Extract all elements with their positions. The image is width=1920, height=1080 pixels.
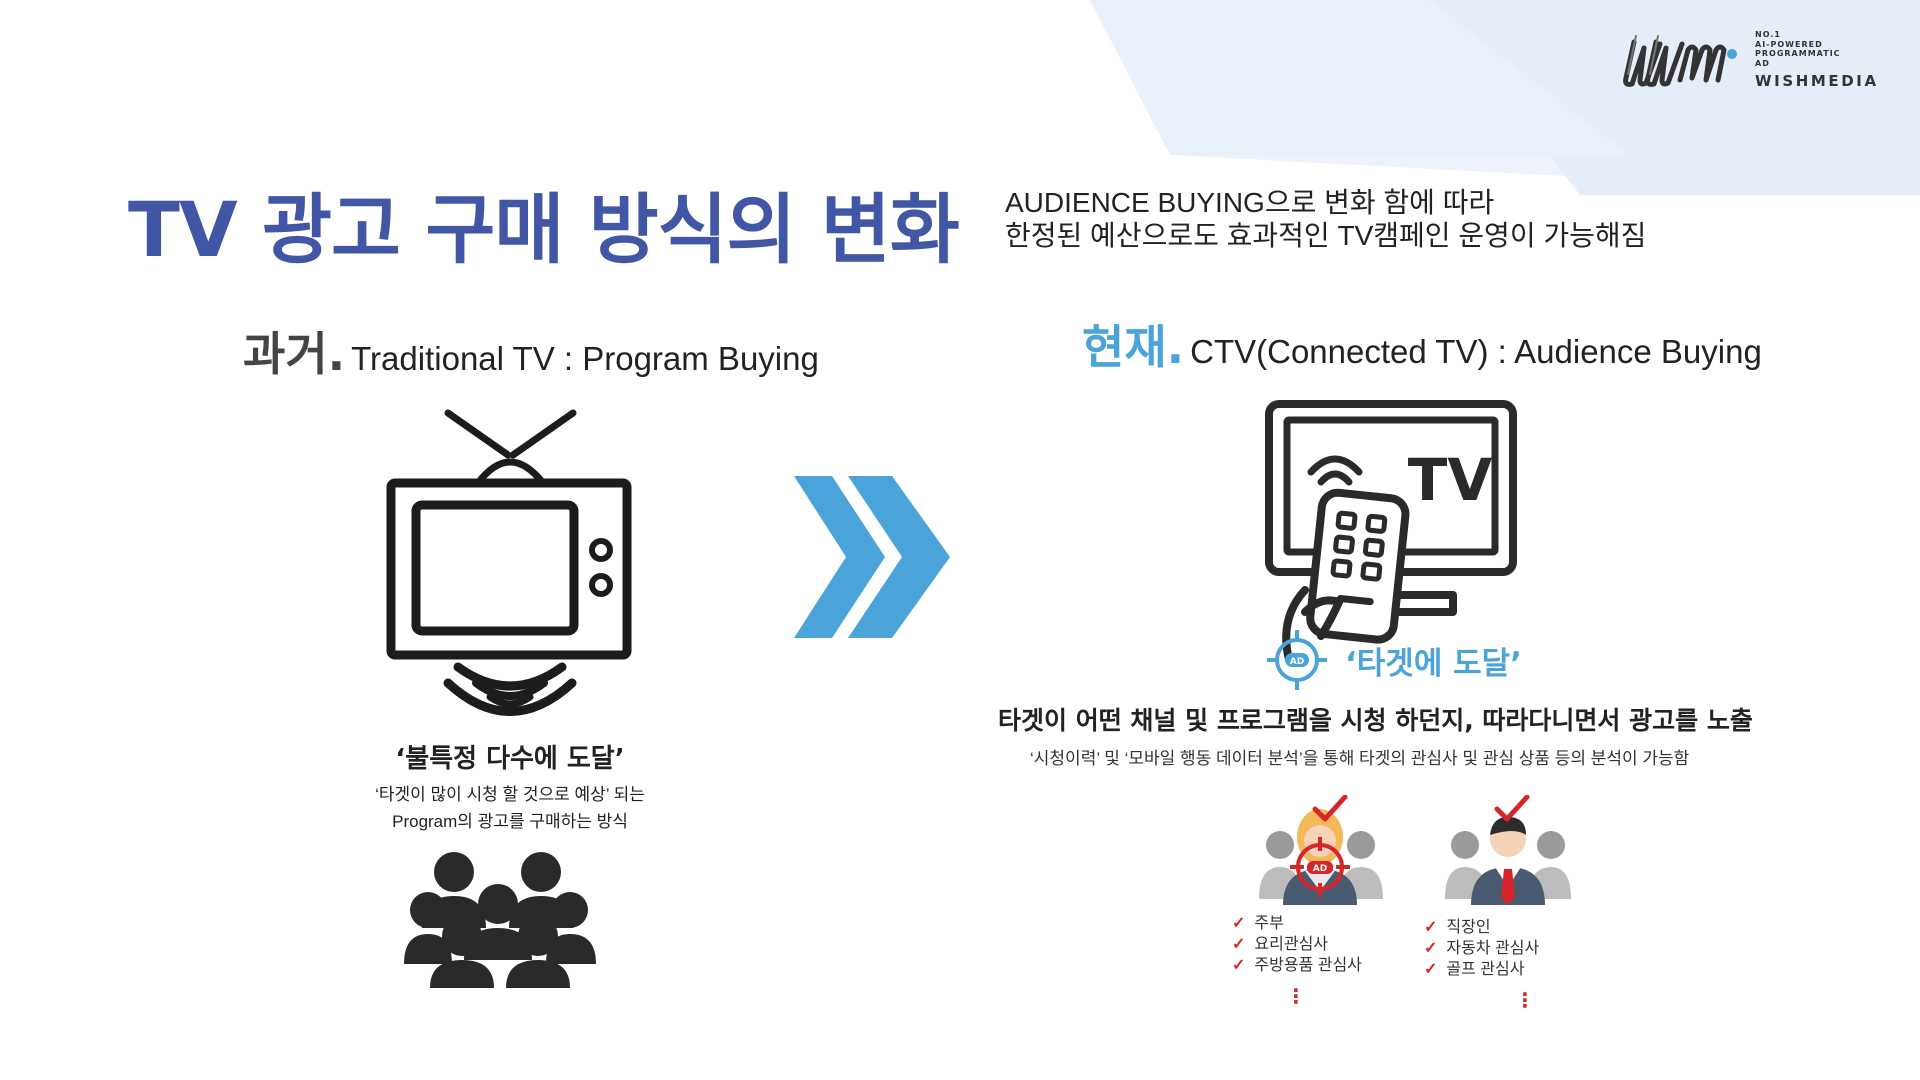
past-heading: 과거.Traditional TV : Program Buying [243,318,819,384]
check-icon: ✓ [1232,957,1246,974]
list-item: ✓주방용품 관심사 [1232,957,1362,974]
now-heading: 현재.CTV(Connected TV) : Audience Buying [1082,311,1762,377]
check-icon: ✓ [1232,915,1246,932]
past-caption-line-2: Program의 광고를 구매하는 방식 [392,812,628,831]
list-item: ✓요리관심사 [1232,936,1329,953]
page-title: TV 광고 구매 방식의 변화 [128,185,960,274]
check-icon: ✓ [1424,919,1438,936]
logo-wordmark: WISHMEDIA [1755,72,1879,90]
list-item: ✓골프 관심사 [1424,961,1525,978]
tv-label-text: TV [1408,446,1493,514]
past-caption: ‘불특정 다수에 도달’ ‘타겟이 많이 시청 할 것으로 예상’ 되는 Pro… [260,738,760,835]
ad-target-icon: AD [1267,630,1327,690]
past-caption-line-1: ‘타겟이 많이 시청 할 것으로 예상’ 되는 [375,785,645,804]
check-icon: ✓ [1232,936,1246,953]
crowd-icon [404,852,596,988]
persona-2-more-icon: ⋮ [1515,988,1535,1012]
list-item: ✓주부 [1232,915,1284,932]
past-subtitle: Traditional TV : Program Buying [351,340,819,377]
target-tag: ‘타겟에 도달’ [1345,646,1522,682]
logo-tagline: NO.1 AI-POWERED PROGRAMMATIC AD [1755,30,1841,68]
persona-2-interest-list: ✓직장인 ✓자동차 관심사 ✓골프 관심사 [1424,917,1539,980]
check-icon: ✓ [1424,940,1438,957]
now-subtitle: CTV(Connected TV) : Audience Buying [1190,333,1762,370]
summary-line-1: AUDIENCE BUYING으로 변화 함에 따라 [1005,187,1495,218]
office-worker-icon [1445,795,1571,905]
now-label: 현재. [1082,320,1185,374]
targeted-housewife-icon: AD [1259,795,1383,905]
ad-target-badge-text: AD [1290,657,1304,667]
summary-line-2: 한정된 예산으로도 효과적인 TV캠페인 운영이 가능해짐 [1005,220,1647,251]
smart-tv-remote-icon: TV [1265,400,1517,664]
double-chevron-right-icon [794,476,950,638]
check-icon: ✓ [1424,961,1438,978]
now-description-sub: ‘시청이력’ 및 ‘모바일 행동 데이터 분석’을 통해 타겟의 관심사 및 관… [1030,749,1690,768]
summary-text: AUDIENCE BUYING으로 변화 함에 따라 한정된 예산으로도 효과적… [1005,186,1646,252]
list-item: ✓자동차 관심사 [1424,940,1540,957]
past-label: 과거. [243,327,346,381]
persona-1-more-icon: ⋮ [1286,984,1306,1008]
wishmedia-logo-icon [1623,35,1737,87]
past-caption-title: ‘불특정 다수에 도달’ [395,744,625,774]
persona-1-interest-list: ✓주부 ✓요리관심사 ✓주방용품 관심사 [1232,913,1362,976]
persona-1-ad-text: AD [1313,864,1327,874]
now-description-main: 타겟이 어떤 채널 및 프로그램을 시청 하던지, 따라다니면서 광고를 노출 [998,706,1753,735]
list-item: ✓직장인 [1424,919,1491,936]
retro-tv-icon [386,409,632,716]
